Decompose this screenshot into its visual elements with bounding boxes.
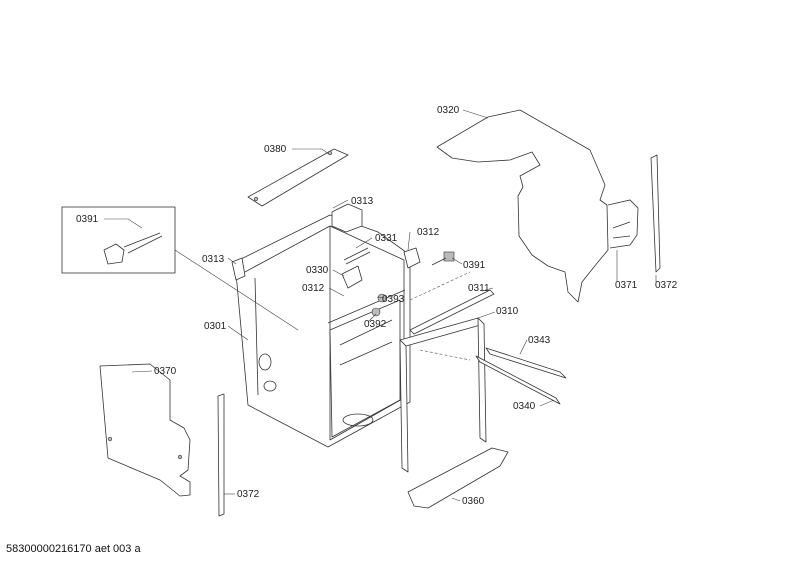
part-0320-shape [436,109,639,303]
part-label-0313: 0313 [351,196,374,207]
part-0391-inset [61,206,176,274]
part-label-0312: 0312 [417,227,440,238]
part-0360-shape [407,447,509,509]
part-0312-bracket-right [403,247,421,269]
part-label-0313: 0313 [202,254,225,265]
part-label-0340: 0340 [513,401,536,412]
part-label-0393: 0393 [382,294,405,305]
part-0331-shape [343,247,371,265]
part-label-0331: 0331 [375,233,398,244]
part-0313-bracket-top [331,203,363,233]
part-0340-bar [475,355,561,405]
part-0372-right-strip [650,154,661,273]
part-label-0371: 0371 [615,280,638,291]
part-0343-bar [485,347,567,379]
leader-lines [104,109,657,502]
part-0330-shape [341,265,363,289]
part-label-0312: 0312 [302,283,325,294]
part-0301-tub [234,214,411,448]
part-label-0372: 0372 [655,280,678,291]
part-0311-0310-rails [399,271,495,473]
part-label-0301: 0301 [204,321,227,332]
document-reference: 58300000216170 aet 003 a [6,543,141,555]
part-label-0391: 0391 [463,260,486,271]
part-label-0360: 0360 [462,496,485,507]
part-label-0380: 0380 [264,144,287,155]
part-label-0311: 0311 [468,283,490,294]
part-label-0330: 0330 [306,265,329,276]
part-label-0310: 0310 [496,306,519,317]
part-0392-shape [371,307,381,317]
part-0380-shape [247,148,349,207]
part-label-0372: 0372 [237,489,260,500]
part-0391-screw [431,251,455,266]
part-0370-shape [99,363,191,497]
part-label-0392: 0392 [364,319,387,330]
part-label-0343: 0343 [528,335,551,346]
part-0372-left-strip [217,393,225,517]
part-label-0320: 0320 [437,105,460,116]
part-label-0391: 0391 [76,214,99,225]
part-label-0370: 0370 [154,366,177,377]
